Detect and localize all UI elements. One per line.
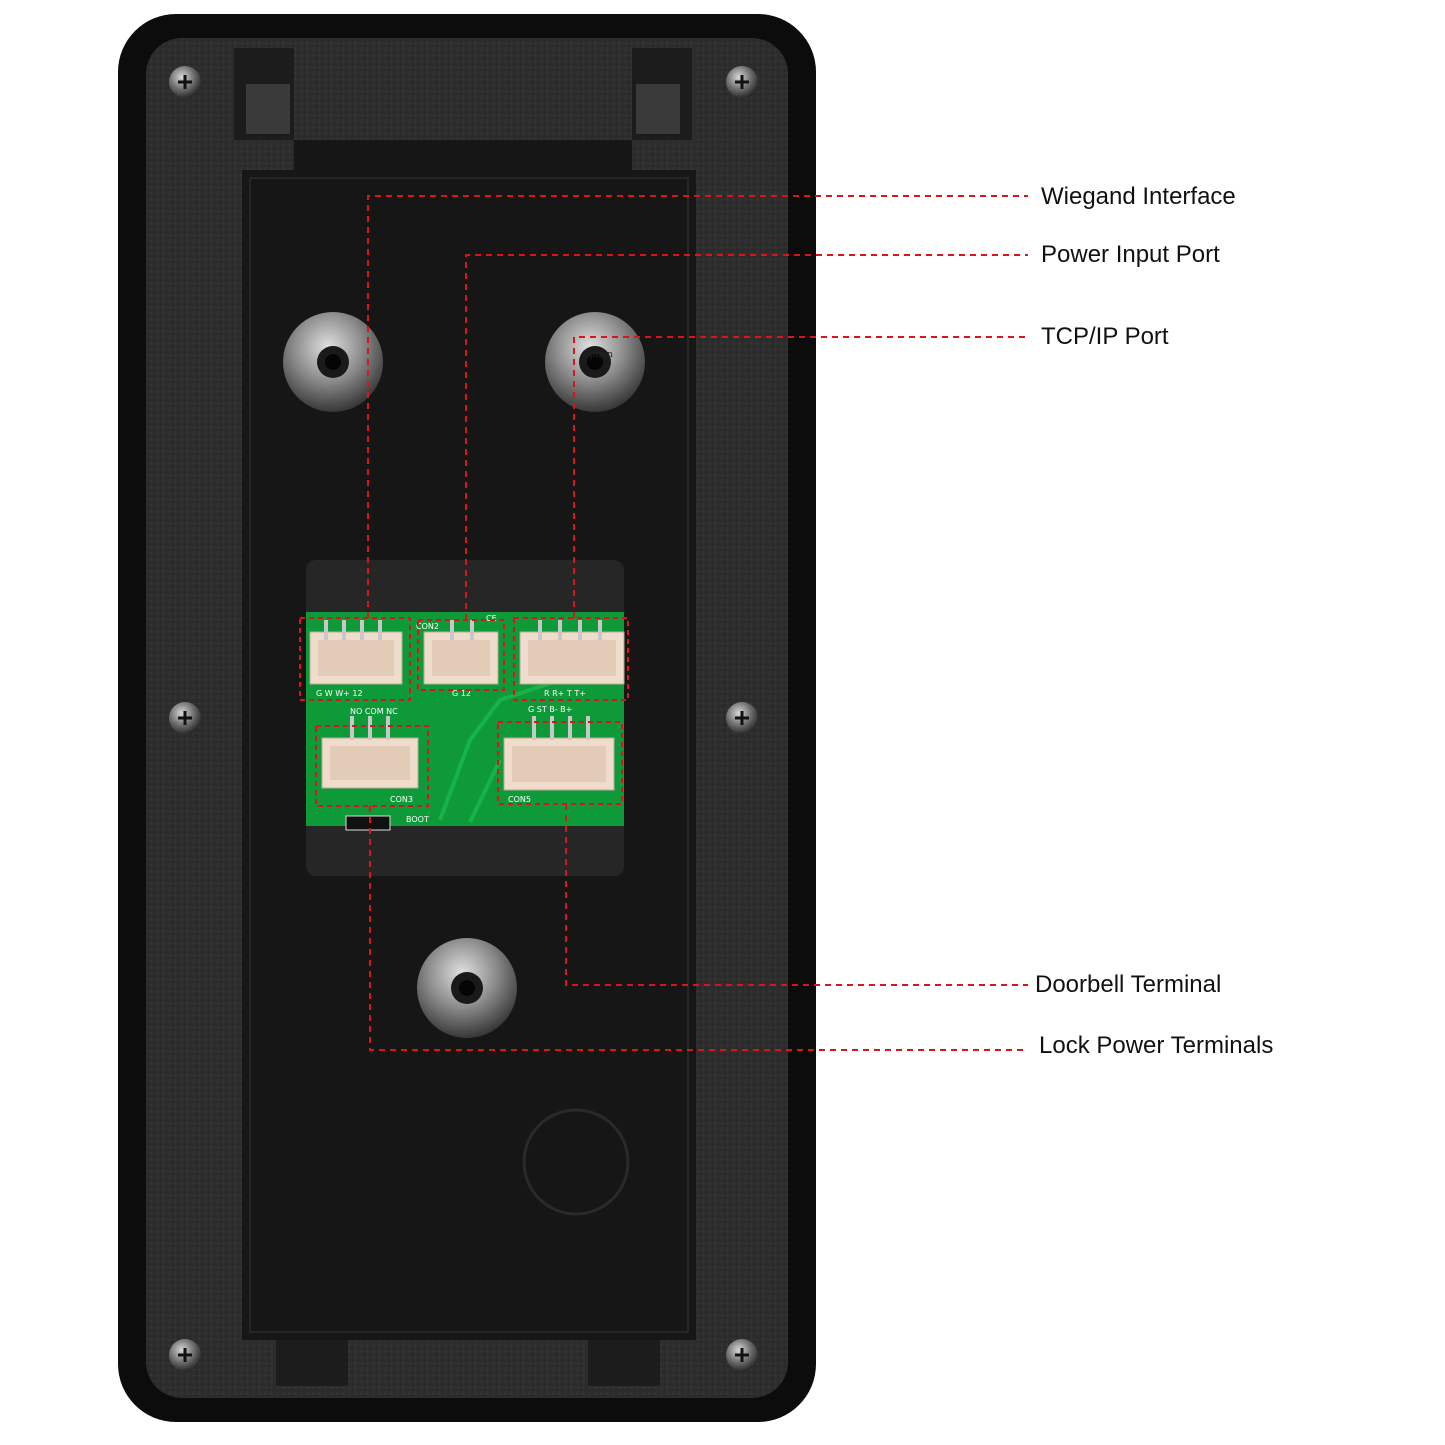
- wiegand-leader-line: [367, 195, 1028, 618]
- callout-wiegand-interface: Wiegand Interface: [1041, 183, 1236, 210]
- lock-leader-line: [369, 806, 1028, 1051]
- mount-screw-icon: [283, 312, 383, 412]
- screw-icon: [726, 66, 758, 98]
- bottom-bracket-tabs: [276, 1340, 660, 1386]
- wiegand-connector: G W W+ 12: [309, 620, 403, 698]
- screw-icon: [726, 702, 758, 734]
- doorbell-connector: G ST B- B+ CON5: [503, 705, 615, 804]
- mounting-screws: option: [283, 312, 645, 1216]
- housing-screws: [169, 66, 758, 1371]
- callout-labels: Wiegand Interface Power Input Port TCP/I…: [1035, 183, 1273, 1059]
- doorbell-leader-line: [565, 804, 1028, 986]
- power-leader-line: [465, 254, 1028, 620]
- connector-highlight-boxes: [299, 617, 629, 807]
- callout-doorbell-terminal: Doorbell Terminal: [1035, 971, 1221, 998]
- option-marking: option: [584, 350, 613, 360]
- screw-icon: [169, 1339, 201, 1371]
- con2-label: CON2: [416, 622, 439, 631]
- lock-connector: NO COM NC CON3 BOOT: [321, 707, 429, 831]
- callout-power-input-port: Power Input Port: [1041, 241, 1220, 268]
- con3-label: CON3: [390, 795, 413, 804]
- boot-label: BOOT: [406, 815, 429, 824]
- round-cutout: [522, 1108, 630, 1216]
- con5-label: CON5: [508, 795, 531, 804]
- tcpip-connector: R R+ T T+: [519, 620, 625, 698]
- pcb-window: G W W+ 12 CON2 CE G 12 R R+ T T+ NO COM …: [299, 560, 629, 876]
- power-connector: CON2 CE G 12: [416, 614, 499, 698]
- wiegand-pin-labels: G W W+ 12: [316, 689, 363, 698]
- lock-pin-labels: NO COM NC: [350, 707, 398, 716]
- mount-screw-icon: [417, 938, 517, 1038]
- doorbell-pin-labels: G ST B- B+: [528, 705, 572, 714]
- mount-screw-icon: option: [545, 312, 645, 412]
- power-pin-labels: G 12: [452, 689, 471, 698]
- callout-lock-power-terminals: Lock Power Terminals: [1039, 1032, 1273, 1059]
- screw-icon: [169, 702, 201, 734]
- tcpip-leader-line: [573, 336, 1028, 618]
- screw-icon: [726, 1339, 758, 1371]
- callout-lines: [367, 195, 1028, 1051]
- ce-mark: CE: [486, 614, 497, 623]
- screw-icon: [169, 66, 201, 98]
- tcpip-pin-labels: R R+ T T+: [544, 689, 586, 698]
- top-bracket-tabs: [234, 48, 692, 140]
- callout-tcpip-port: TCP/IP Port: [1041, 323, 1169, 350]
